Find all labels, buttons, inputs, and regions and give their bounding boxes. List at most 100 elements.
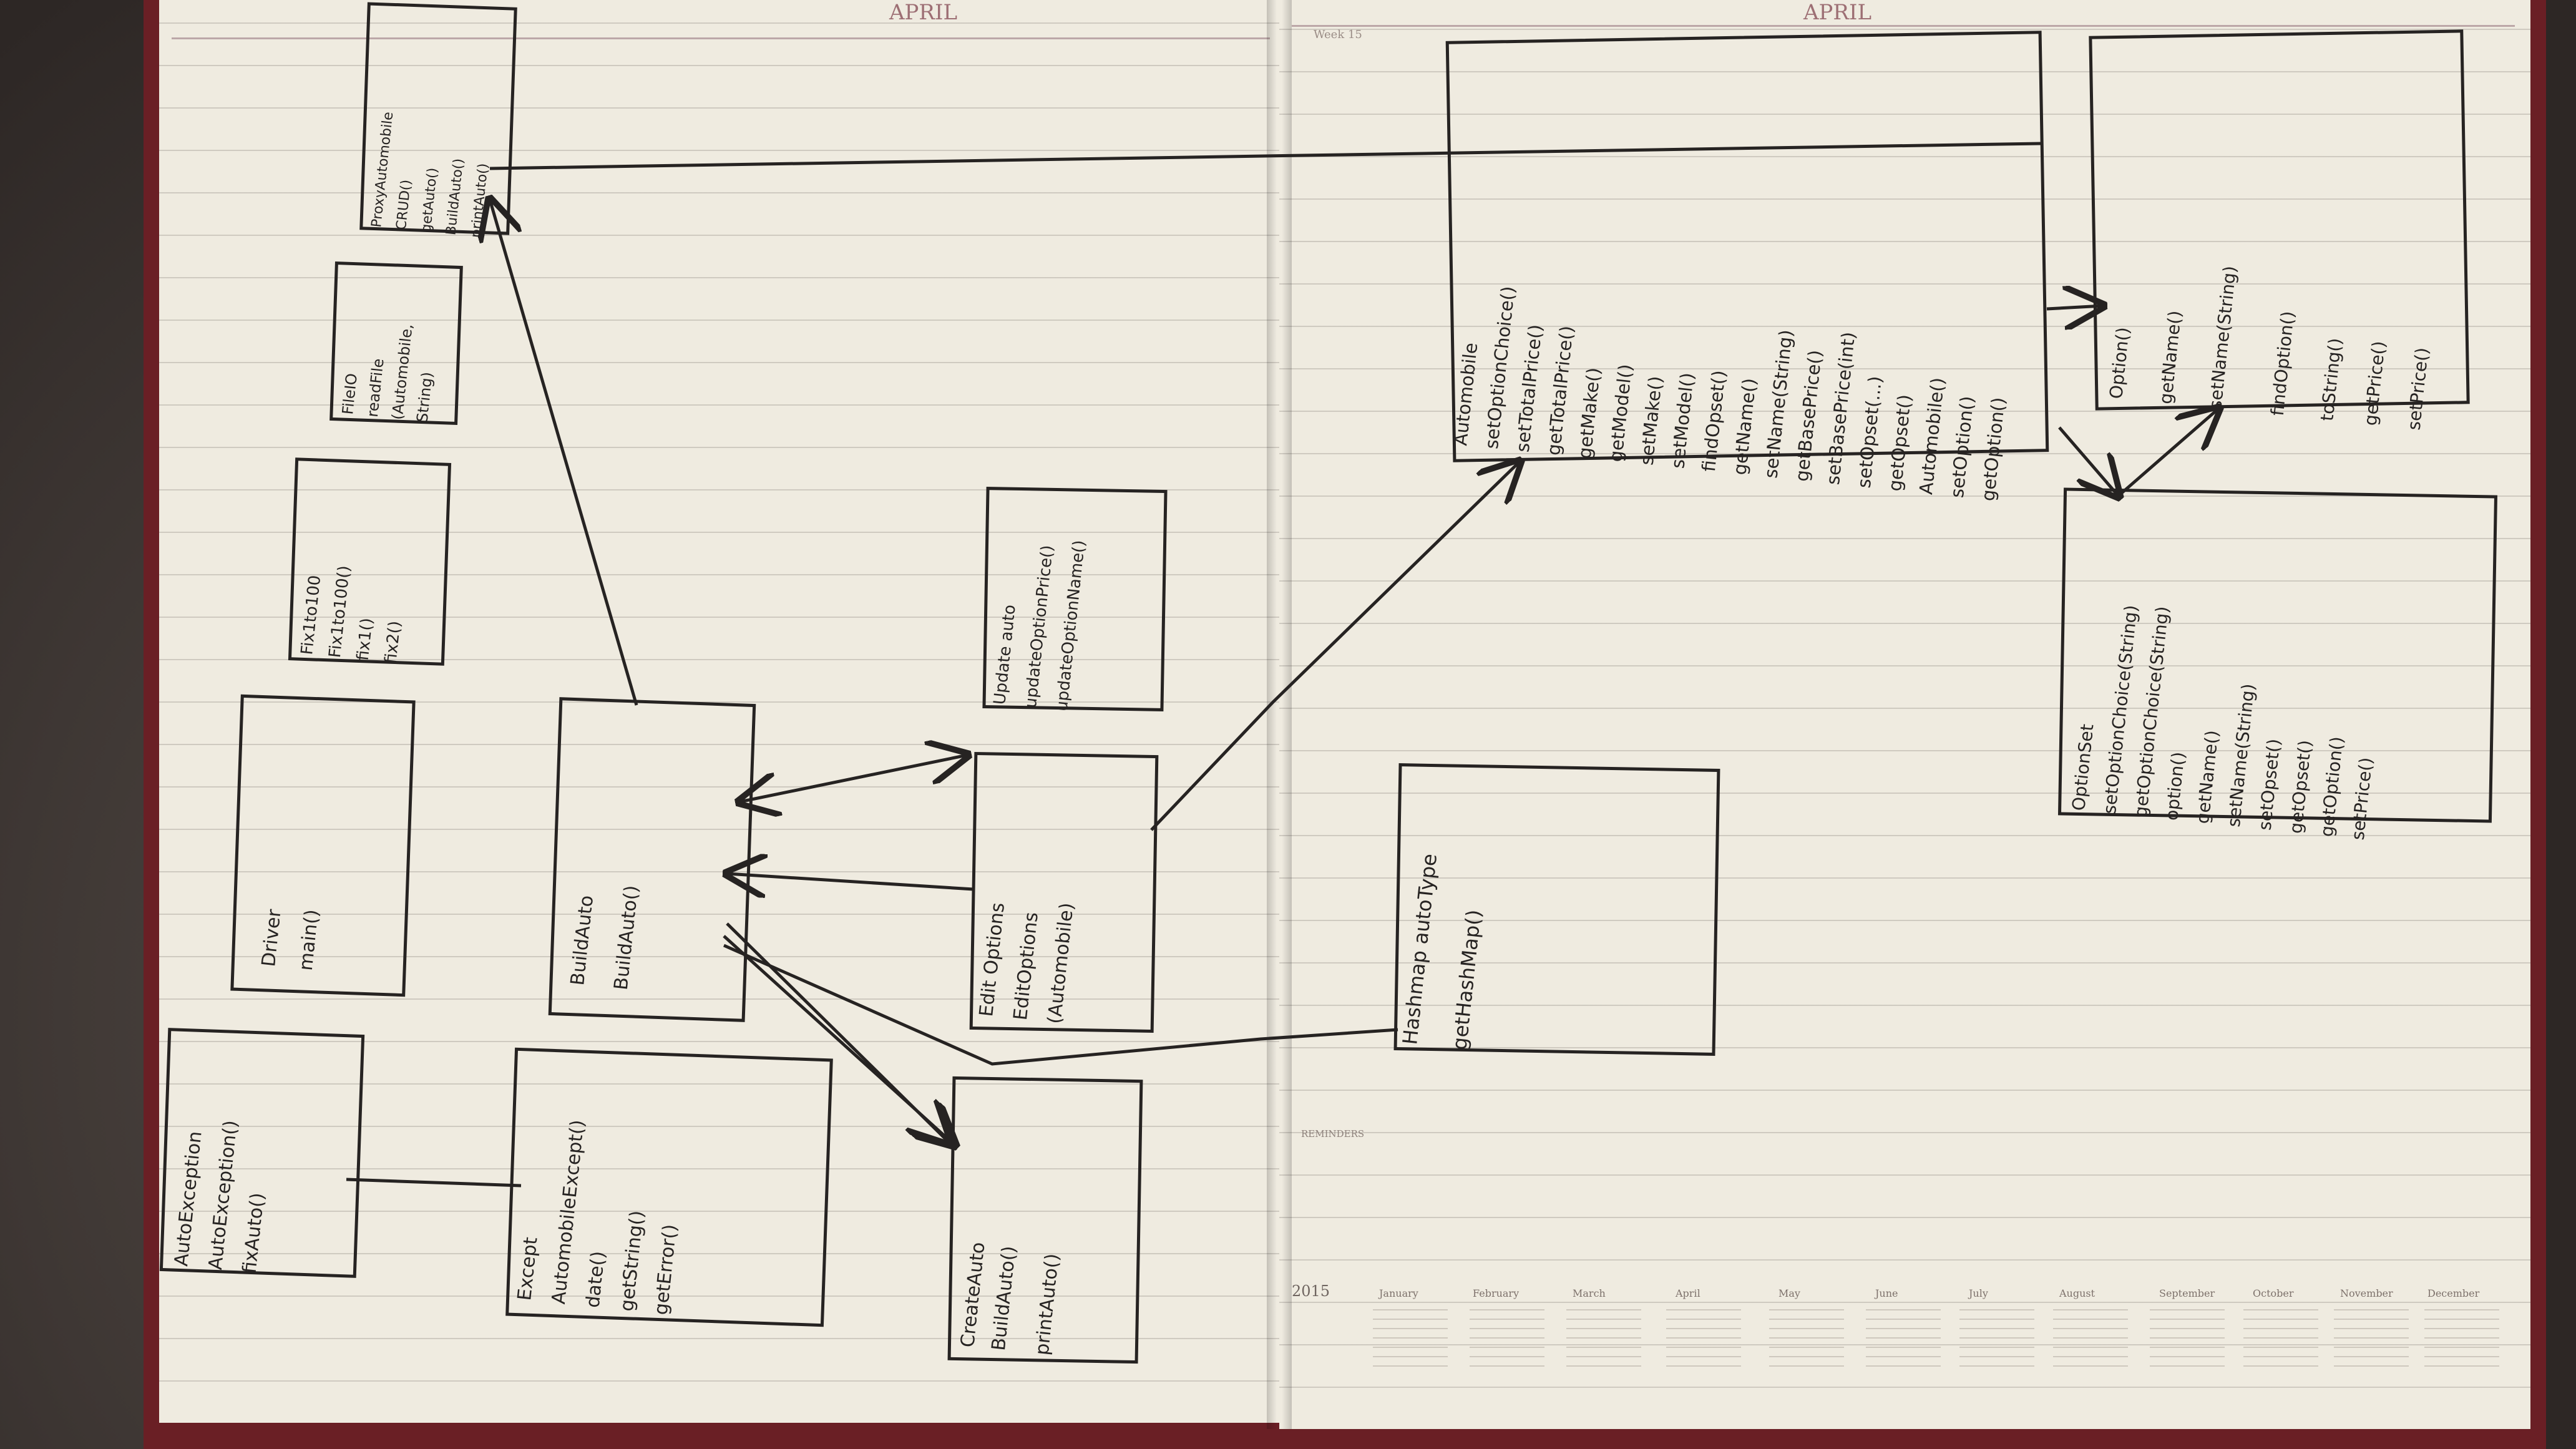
box-line: setPrice() <box>2404 346 2433 431</box>
connector-arrow <box>727 874 974 889</box>
optionset-box <box>2057 487 2498 823</box>
box-line: getOption() <box>2316 736 2348 838</box>
box-line: getName() <box>2192 729 2223 825</box>
fix1to100-box <box>288 457 452 666</box>
automobile-box <box>1445 31 2049 462</box>
box-line: updateOptionName() <box>1053 539 1090 712</box>
calendar-month: May <box>1778 1287 1800 1299</box>
box-line: getOpset() <box>2285 739 2316 834</box>
calendar-grid <box>1470 1306 1544 1375</box>
calendar-grid <box>2243 1306 2318 1375</box>
box-line: (Automobile, <box>389 323 416 421</box>
box-line: BuildAuto() <box>443 158 467 236</box>
box-line: setPrice() <box>2348 756 2377 841</box>
box-line: setOptionChoice() <box>1481 285 1519 450</box>
hashmap-box <box>1393 763 1720 1056</box>
optionset-text: OptionSet setOptionChoice(String) getOpt… <box>2068 604 2377 841</box>
box-line: getHashMap() <box>1448 909 1486 1051</box>
box-line: EditOptions <box>1010 911 1043 1022</box>
fileio-box <box>329 261 463 425</box>
fileio-text: FileIO readFile (Automobile, String) <box>339 323 436 423</box>
box-title: FileIO <box>339 373 361 416</box>
box-line: BuildAuto() <box>610 884 643 991</box>
buildauto-box <box>548 697 756 1022</box>
box-line: CRUD() <box>394 179 414 231</box>
box-line: setOption() <box>1946 395 1978 499</box>
box-title: Fix1to100 <box>298 574 324 655</box>
connector-line <box>489 142 2041 170</box>
box-line: printAuto() <box>1031 1252 1063 1356</box>
proxy-text: ProxyAutomobile CRUD() getAuto() BuildAu… <box>369 111 492 238</box>
box-line: main() <box>295 909 323 972</box>
calendar-grid <box>1666 1306 1741 1375</box>
editoptions-text: Edit Options EditOptions (Automobile) <box>975 902 1078 1025</box>
box-line: fix1() <box>354 617 377 661</box>
connector-lines <box>346 142 2218 1188</box>
box-title: Except <box>514 1236 542 1302</box>
calendar-grid <box>1769 1306 1844 1375</box>
connector-arrow <box>2058 426 2119 496</box>
box-title: OptionSet <box>2068 723 2097 812</box>
calendar-grid <box>2053 1306 2128 1375</box>
right-page: APRIL Week 15 <box>1279 0 2530 1429</box>
calendar-month: February <box>1473 1287 1520 1299</box>
week-label: Week 15 <box>1314 28 1362 41</box>
box-line: readFile <box>364 358 388 418</box>
box-line: setTotalPrice() <box>1512 323 1546 453</box>
updateauto-box <box>982 487 1168 712</box>
calendar-year: 2015 <box>1292 1282 1330 1300</box>
box-line: getString() <box>616 1209 648 1312</box>
box-line: BuildAuto() <box>988 1245 1020 1352</box>
calendar-grid <box>1959 1306 2034 1375</box>
calendar-month: November <box>2340 1287 2393 1299</box>
calendar-grid <box>1373 1306 1448 1375</box>
calendar-month: January <box>1379 1287 1418 1299</box>
calendar-month: October <box>2253 1287 2294 1299</box>
box-line: option() <box>2161 751 2188 821</box>
box-title: Option() <box>2105 326 2134 400</box>
calendar-grid <box>2150 1306 2225 1375</box>
box-line: getBasePrice() <box>1791 349 1826 482</box>
box-line: (Automobile) <box>1044 902 1078 1025</box>
connector-arrow <box>1150 462 1520 831</box>
box-title: Edit Options <box>975 902 1009 1018</box>
connector-arrow <box>739 755 967 802</box>
calendar-month: July <box>1969 1287 1988 1299</box>
calendar-month: March <box>1573 1287 1606 1299</box>
calendar-grid <box>1566 1306 1641 1375</box>
box-title: Hashmap autoType <box>1398 852 1442 1046</box>
box-line: updateOptionPrice() <box>1022 544 1057 709</box>
box-line: fixAuto() <box>239 1192 269 1275</box>
connector-arrow <box>490 200 638 706</box>
createauto-box <box>947 1076 1143 1364</box>
hashmap-text: Hashmap autoType getHashMap() <box>1398 852 1486 1051</box>
box-line: Fix1to100() <box>326 565 354 659</box>
box-title: Update auto <box>990 604 1020 706</box>
calendar-month: June <box>1875 1287 1898 1299</box>
box-line: setName(String) <box>1760 329 1797 479</box>
mini-calendar-strip: 2015 January February March April May Ju… <box>1292 1276 2524 1413</box>
box-title: Driver <box>258 908 286 968</box>
option-box <box>2089 29 2470 411</box>
calendar-grid <box>1866 1306 1941 1375</box>
box-line: getModel() <box>1605 363 1636 463</box>
left-page: APRIL <box>159 0 1279 1423</box>
box-title: BuildAuto <box>567 894 598 987</box>
except-text: Except AutomobileExcept() date() getStri… <box>514 1119 681 1316</box>
reminders-label: REMINDERS <box>1301 1128 1365 1139</box>
driver-box <box>230 694 416 997</box>
fix1to100-text: Fix1to100 Fix1to100() fix1() fix2() <box>298 565 404 665</box>
box-line: setMake() <box>1636 375 1667 466</box>
box-line: getOpset() <box>1884 393 1915 492</box>
calendar-month: December <box>2427 1287 2480 1299</box>
box-line: getError() <box>650 1223 681 1316</box>
ruled-lines <box>159 0 1279 1423</box>
automobile-text: Automobile setOptionChoice() setTotalPri… <box>1450 285 2009 502</box>
ruled-lines <box>1279 0 2530 1429</box>
autoexception-text: AutoException AutoException() fixAuto() <box>170 1120 269 1275</box>
box-line: getMake() <box>1574 366 1604 459</box>
box-title: Automobile <box>1450 341 1481 446</box>
box-line: getName() <box>1729 377 1760 476</box>
calendar-month: September <box>2159 1287 2215 1299</box>
driver-text: Driver main() <box>258 908 323 972</box>
